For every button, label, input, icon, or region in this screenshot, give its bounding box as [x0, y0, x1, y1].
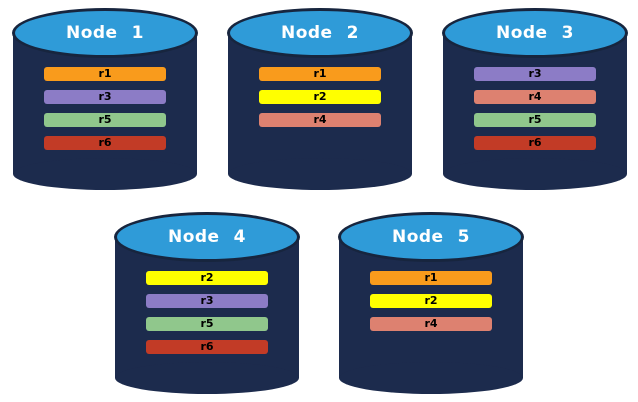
replica-bar-r6: r6 — [474, 136, 596, 150]
replica-bar-list: r1 r2 r4 — [370, 271, 492, 331]
cylinder-bottom-ellipse — [228, 158, 412, 190]
replica-bar-r2: r2 — [146, 271, 268, 285]
replica-bar-r5: r5 — [44, 113, 166, 127]
node-title: Node 2 — [280, 23, 359, 43]
replica-bar-r3: r3 — [146, 294, 268, 308]
replica-bar-r2: r2 — [259, 90, 381, 104]
replica-bar-r1: r1 — [259, 67, 381, 81]
node-title: Node 1 — [65, 23, 144, 43]
database-node-cylinder-3: Node 3 r3 r4 r5 r6 — [442, 8, 628, 190]
replica-bar-r3: r3 — [474, 67, 596, 81]
cylinder-bottom-ellipse — [13, 158, 197, 190]
cylinder-bottom-ellipse — [339, 362, 523, 394]
replica-bar-list: r1 r3 r5 r6 — [44, 67, 166, 150]
cylinder-bottom-ellipse — [443, 158, 627, 190]
node-title: Node 4 — [167, 227, 246, 247]
replica-bar-r5: r5 — [474, 113, 596, 127]
cylinder-top-ellipse: Node 5 — [338, 212, 524, 262]
replica-bar-list: r1 r2 r4 — [259, 67, 381, 127]
replica-bar-r6: r6 — [146, 340, 268, 354]
cylinder-bottom-ellipse — [115, 362, 299, 394]
replica-bar-r4: r4 — [259, 113, 381, 127]
replica-bar-r1: r1 — [370, 271, 492, 285]
database-node-cylinder-2: Node 2 r1 r2 r4 — [227, 8, 413, 190]
replica-bar-r1: r1 — [44, 67, 166, 81]
node-row-bottom: Node 4 r2 r3 r5 r6 Node 5 r1 r2 r4 — [0, 212, 638, 394]
replica-bar-list: r2 r3 r5 r6 — [146, 271, 268, 354]
database-node-cylinder-4: Node 4 r2 r3 r5 r6 — [114, 212, 300, 394]
node-title: Node 3 — [495, 23, 574, 43]
database-node-cylinder-1: Node 1 r1 r3 r5 r6 — [12, 8, 198, 190]
replica-bar-r5: r5 — [146, 317, 268, 331]
replica-bar-r2: r2 — [370, 294, 492, 308]
replica-bar-list: r3 r4 r5 r6 — [474, 67, 596, 150]
node-title: Node 5 — [391, 227, 470, 247]
replica-bar-r3: r3 — [44, 90, 166, 104]
replica-bar-r4: r4 — [474, 90, 596, 104]
cylinder-top-ellipse: Node 4 — [114, 212, 300, 262]
cylinder-top-ellipse: Node 2 — [227, 8, 413, 58]
database-node-cylinder-5: Node 5 r1 r2 r4 — [338, 212, 524, 394]
cylinder-top-ellipse: Node 1 — [12, 8, 198, 58]
replica-bar-r6: r6 — [44, 136, 166, 150]
replica-bar-r4: r4 — [370, 317, 492, 331]
cylinder-top-ellipse: Node 3 — [442, 8, 628, 58]
